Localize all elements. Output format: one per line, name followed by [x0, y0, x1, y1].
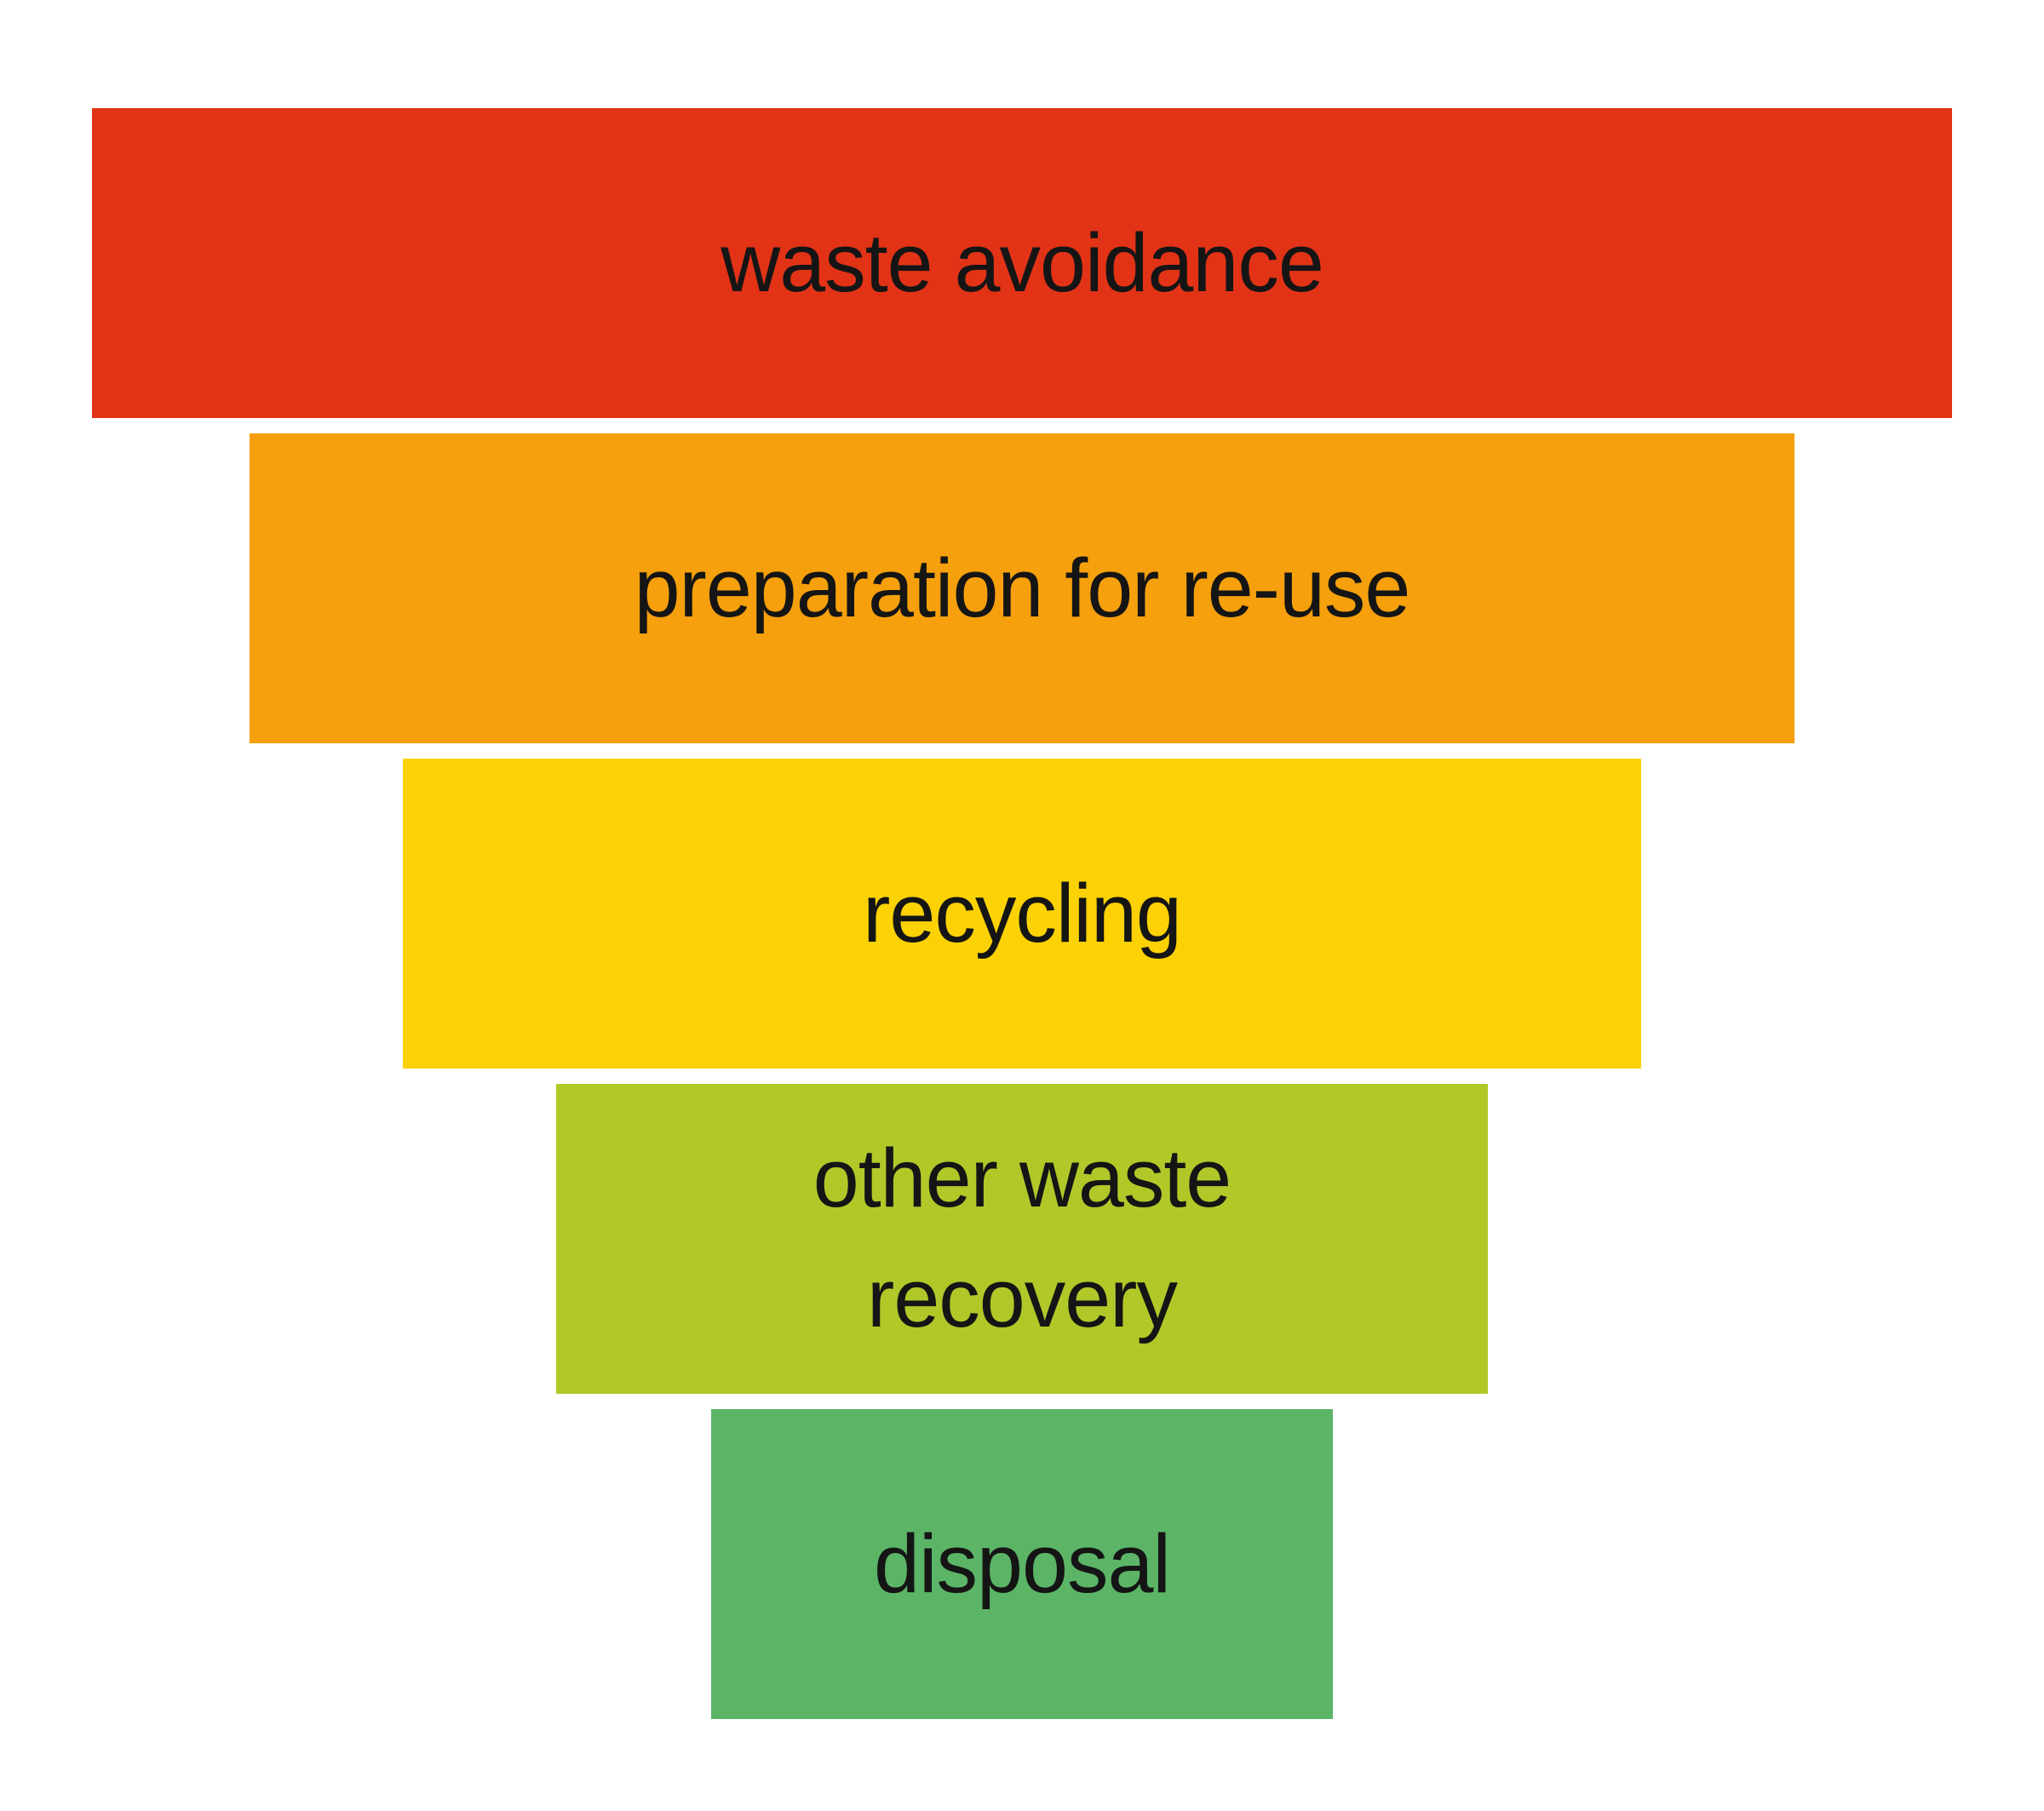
other-waste-recovery-bar: other waste recovery — [556, 1084, 1488, 1394]
waste-avoidance-label: waste avoidance — [721, 203, 1324, 324]
label-line: recycling — [863, 866, 1182, 960]
other-waste-recovery-label: other waste recovery — [812, 1119, 1232, 1358]
label-line: waste avoidance — [721, 215, 1324, 309]
waste-hierarchy-diagram: waste avoidance preparation for re-use rec… — [92, 108, 1952, 1719]
label-line: preparation for re-use — [634, 541, 1411, 634]
label-line: disposal — [874, 1516, 1171, 1610]
label-line: recovery — [867, 1252, 1178, 1344]
preparation-for-re-use-label: preparation for re-use — [634, 529, 1411, 649]
recycling-label: recycling — [863, 854, 1182, 974]
recycling-bar: recycling — [403, 759, 1641, 1069]
waste-avoidance-bar: waste avoidance — [92, 108, 1952, 418]
disposal-label: disposal — [874, 1504, 1171, 1625]
disposal-bar: disposal — [711, 1409, 1333, 1719]
label-line: other waste — [812, 1132, 1232, 1225]
preparation-for-re-use-bar: preparation for re-use — [250, 433, 1794, 743]
